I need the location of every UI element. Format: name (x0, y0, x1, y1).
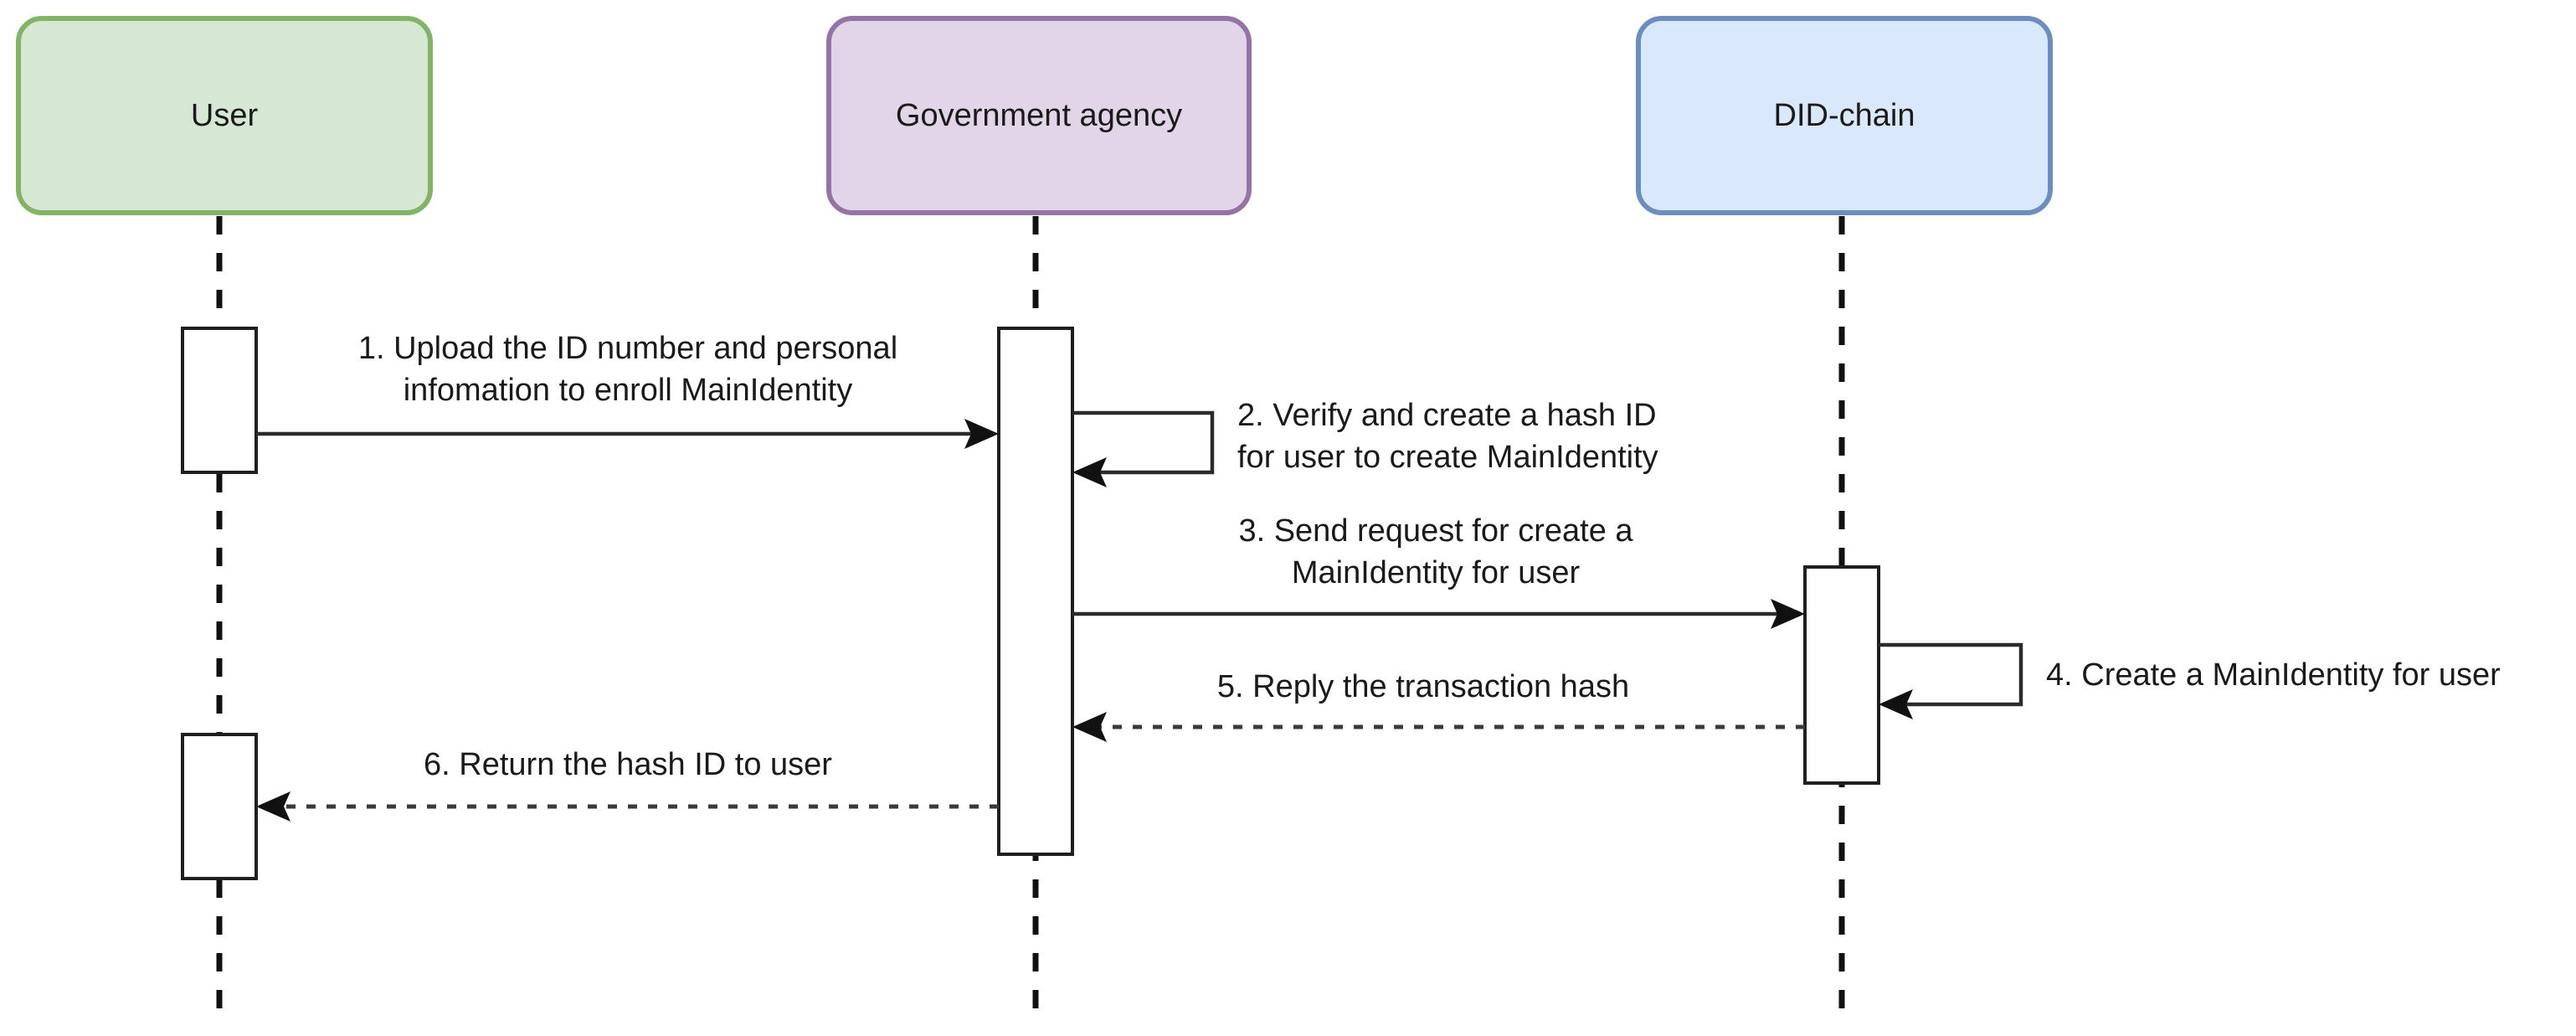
message-3-arrowhead (1771, 599, 1805, 629)
activation-bar-government-agency[interactable] (997, 327, 1074, 856)
participant-label-government-agency: Government agency (896, 98, 1182, 133)
participant-box-government-agency[interactable] (826, 16, 1252, 215)
participant-box-did-chain[interactable] (1636, 16, 2053, 215)
message-4-self-loop-path (1879, 642, 2023, 707)
activation-bar-did-chain[interactable] (1803, 565, 1880, 785)
participant-government-agency[interactable]: Government agency (826, 16, 1252, 215)
message-2-arrowhead (1072, 457, 1107, 487)
message-4[interactable]: 4. Create a MainIdentity for user (1879, 642, 2501, 719)
participant-user[interactable]: User (16, 16, 433, 215)
message-6[interactable]: 6. Return the hash ID to user (256, 747, 999, 822)
message-2-self-loop-path (1072, 410, 1215, 475)
message-1[interactable]: 1. Upload the ID number and personal inf… (256, 331, 999, 449)
message-1-arrowhead (964, 419, 999, 449)
activation-bar-user-2[interactable] (181, 733, 258, 880)
activation-bars-group (181, 327, 1880, 880)
message-3[interactable]: 3. Send request for create a MainIdentit… (1072, 513, 1805, 629)
message-2[interactable]: 2. Verify and create a hash ID for user … (1072, 398, 1658, 487)
message-2-label-line-1: 2. Verify and create a hash ID (1237, 398, 1657, 433)
participant-did-chain[interactable]: DID-chain (1636, 16, 2053, 215)
participant-label-did-chain: DID-chain (1774, 98, 1915, 133)
message-3-label-line-1: 3. Send request for create a (1238, 513, 1633, 549)
message-6-arrowhead (256, 791, 291, 822)
participant-label-user: User (191, 98, 259, 133)
message-5-label-line-1: 5. Reply the transaction hash (1217, 669, 1629, 704)
message-5[interactable]: 5. Reply the transaction hash (1072, 669, 1805, 742)
lifelines-group (216, 216, 1845, 1026)
message-1-label-line-1: 1. Upload the ID number and personal (358, 331, 897, 366)
message-5-arrowhead (1072, 712, 1107, 742)
message-1-label-line-2: infomation to enroll MainIdentity (404, 373, 853, 408)
activation-bar-user-1[interactable] (181, 327, 258, 474)
message-2-label-line-2: for user to create MainIdentity (1237, 440, 1658, 475)
message-3-label-line-2: MainIdentity for user (1292, 555, 1581, 590)
message-4-label-line-1: 4. Create a MainIdentity for user (2046, 657, 2501, 693)
message-4-arrowhead (1879, 689, 1913, 719)
message-6-label-line-1: 6. Return the hash ID to user (424, 747, 832, 782)
participant-box-user[interactable] (16, 16, 433, 215)
